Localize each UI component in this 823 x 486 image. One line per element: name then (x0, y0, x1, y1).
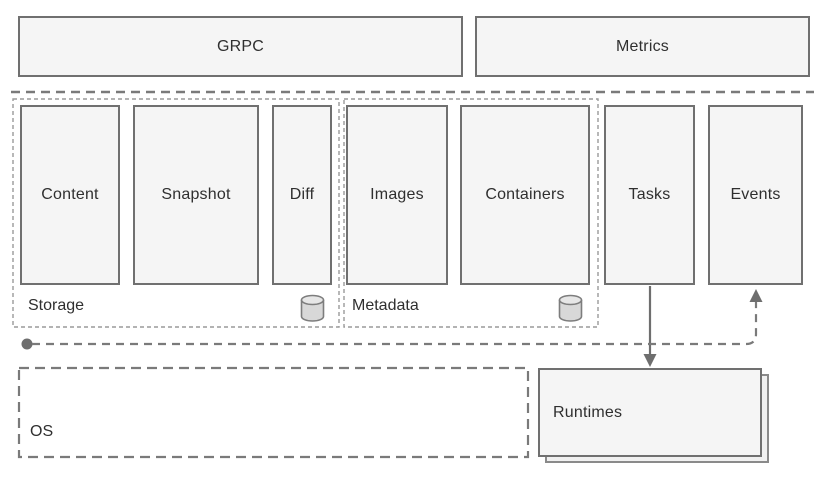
grpc-label: GRPC (216, 37, 265, 55)
tasks-to-runtimes-arrowhead (643, 354, 657, 367)
content-service-box: Content (20, 105, 120, 285)
metadata-group-border (343, 98, 599, 328)
grpc-box: GRPC (18, 16, 463, 77)
metadata-database-icon (557, 294, 584, 323)
events-service-box: Events (708, 105, 803, 285)
storage-group-border (12, 98, 340, 328)
containers-label: Containers (485, 186, 565, 203)
snapshot-label: Snapshot (161, 186, 231, 203)
images-label: Images (370, 186, 424, 203)
images-service-box: Images (346, 105, 448, 285)
runtimes-box: Runtimes (538, 368, 762, 457)
diff-service-box: Diff (272, 105, 332, 285)
snapshot-service-box: Snapshot (133, 105, 259, 285)
containers-service-box: Containers (460, 105, 590, 285)
storage-group-label: Storage (28, 297, 85, 314)
metrics-box: Metrics (475, 16, 810, 77)
events-label: Events (730, 186, 781, 203)
metrics-label: Metrics (616, 37, 669, 55)
storage-database-icon (299, 294, 326, 323)
events-connector-dashed-line (32, 302, 758, 346)
os-label: OS (30, 423, 54, 440)
os-box-border (17, 366, 530, 459)
tasks-service-box: Tasks (604, 105, 695, 285)
tasks-label: Tasks (628, 186, 671, 203)
metadata-group-label: Metadata (352, 297, 419, 314)
content-label: Content (41, 186, 99, 203)
runtimes-label: Runtimes (553, 403, 623, 421)
events-connector-origin-dot (21, 338, 33, 350)
events-connector-arrowhead (749, 289, 763, 302)
diff-label: Diff (289, 186, 315, 203)
